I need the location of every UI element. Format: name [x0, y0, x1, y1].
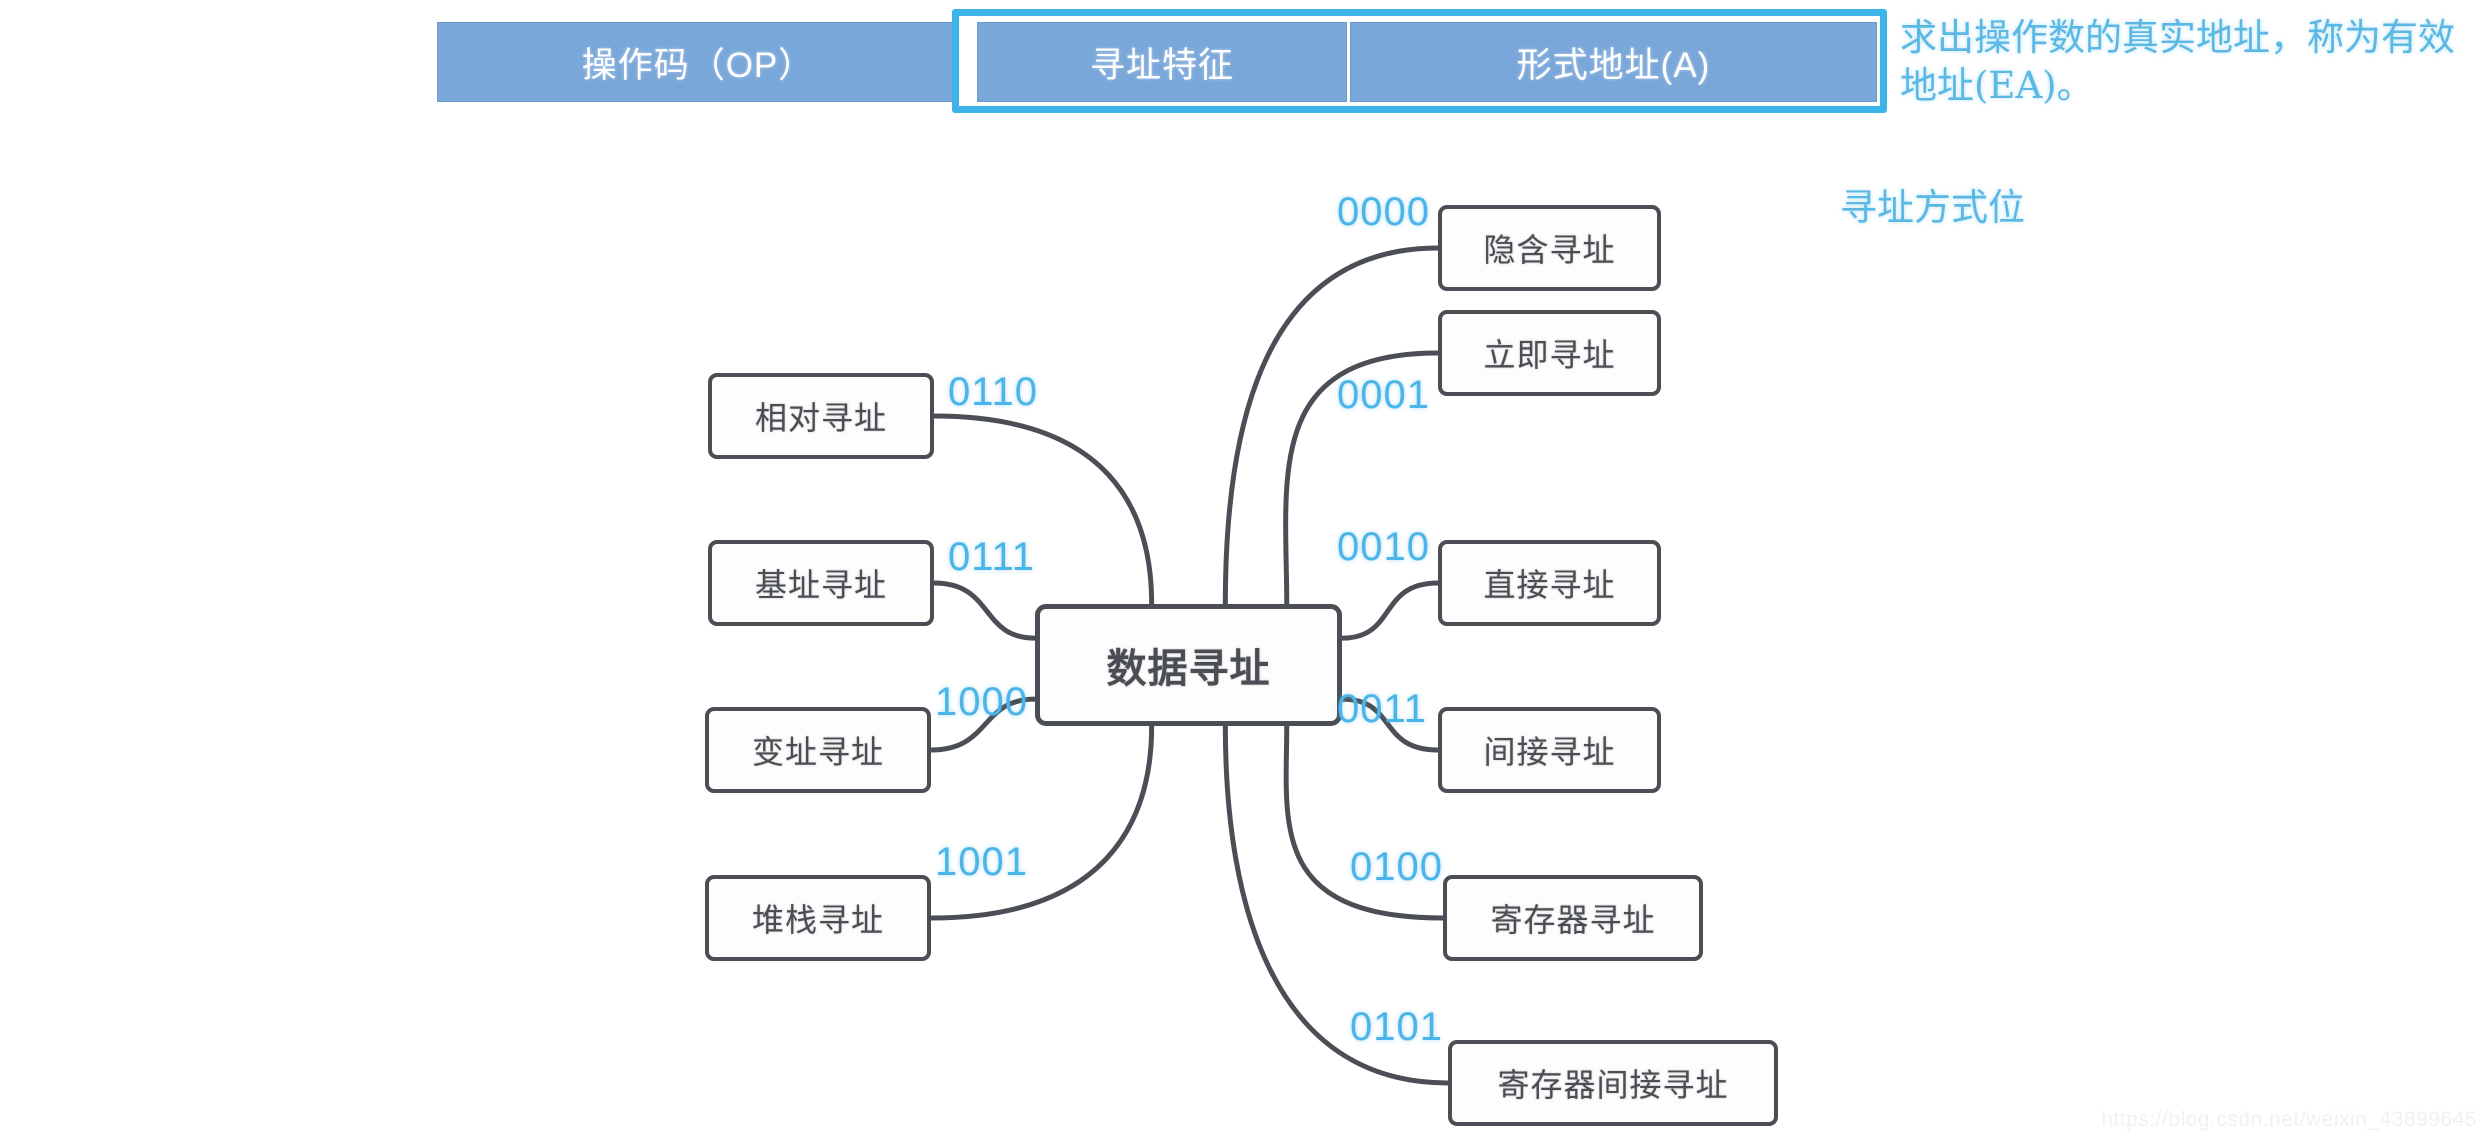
format-field-formal-address: 形式地址(A) [1350, 22, 1877, 102]
mindmap-node-base-addressing[interactable]: 基址寻址 [708, 540, 934, 626]
mindmap-code-0001: 0001 [1337, 373, 1430, 417]
mindmap-node-register-indirect-addressing[interactable]: 寄存器间接寻址 [1448, 1040, 1778, 1126]
watermark: https://blog.csdn.net/weixin_43899645 [2101, 1108, 2477, 1131]
mindmap-code-0010: 0010 [1337, 525, 1430, 569]
instruction-format-bar: 操作码（OP） 寻址特征 形式地址(A) [437, 22, 1877, 102]
mindmap-code-0111: 0111 [948, 535, 1036, 579]
mindmap-code-0101: 0101 [1350, 1005, 1443, 1049]
annotation-effective-address: 求出操作数的真实地址，称为有效地址(EA)。 [1900, 16, 2455, 107]
mindmap-code-0110: 0110 [948, 370, 1039, 414]
format-field-opcode: 操作码（OP） [437, 22, 959, 102]
mindmap-center-node[interactable]: 数据寻址 [1035, 604, 1342, 726]
mindmap-code-1001: 1001 [935, 840, 1028, 884]
mindmap-code-0000: 0000 [1337, 190, 1430, 234]
mindmap-node-stack-addressing[interactable]: 堆栈寻址 [705, 875, 931, 961]
mindmap-node-indexed-addressing[interactable]: 变址寻址 [705, 707, 931, 793]
format-field-addressing-feature: 寻址特征 [977, 22, 1347, 102]
mindmap-node-relative-addressing[interactable]: 相对寻址 [708, 373, 934, 459]
mindmap-node-implied-addressing[interactable]: 隐含寻址 [1438, 205, 1661, 291]
mindmap-code-0011: 0011 [1337, 687, 1428, 731]
mindmap-code-1000: 1000 [935, 680, 1028, 724]
mindmap-node-immediate-addressing[interactable]: 立即寻址 [1438, 310, 1661, 396]
mindmap-code-0100: 0100 [1350, 845, 1443, 889]
mindmap-node-indirect-addressing[interactable]: 间接寻址 [1438, 707, 1661, 793]
mindmap-node-register-addressing[interactable]: 寄存器寻址 [1443, 875, 1703, 961]
mindmap-node-direct-addressing[interactable]: 直接寻址 [1438, 540, 1661, 626]
annotation-addressing-mode-bits: 寻址方式位 [1840, 186, 2025, 229]
highlight-frame [952, 9, 1887, 113]
